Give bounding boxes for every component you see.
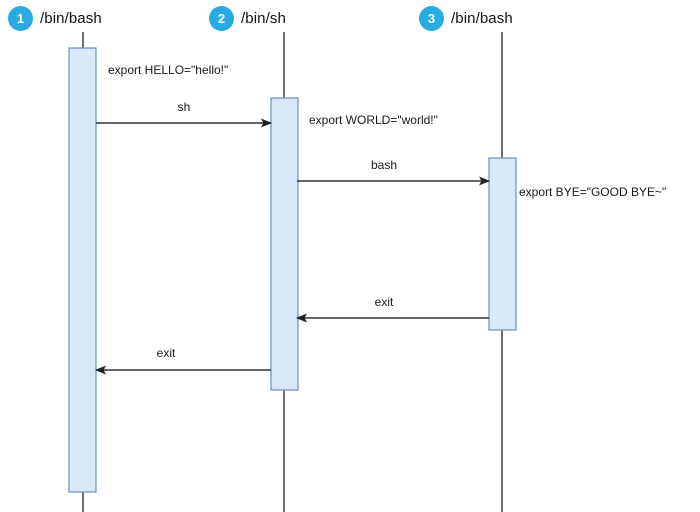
note-label-1: export HELLO="hello!"	[108, 63, 229, 77]
participant-label-2: /bin/sh	[241, 10, 286, 27]
message-arrows-group	[95, 118, 490, 375]
participant-label-3: /bin/bash	[451, 10, 513, 27]
note-label-2: export WORLD="world!"	[309, 113, 438, 127]
participant-header-2[interactable]: 2/bin/sh	[209, 6, 286, 31]
message-label-4: exit	[156, 346, 176, 360]
participant-badge-1: 1	[8, 6, 33, 31]
activation-bars-group	[68, 47, 517, 493]
note-label-3: export BYE="GOOD BYE~"	[519, 185, 667, 199]
activation-bar-3[interactable]	[488, 157, 517, 331]
message-label-2: bash	[370, 158, 398, 172]
message-label-1: sh	[177, 100, 191, 114]
activation-bar-1[interactable]	[68, 47, 97, 493]
participant-label-1: /bin/bash	[40, 10, 102, 27]
participant-badge-2: 2	[209, 6, 234, 31]
message-label-3: exit	[374, 295, 394, 309]
participant-badge-3: 3	[419, 6, 444, 31]
participant-header-1[interactable]: 1/bin/bash	[8, 6, 102, 31]
activation-bar-2[interactable]	[270, 97, 299, 391]
participant-header-3[interactable]: 3/bin/bash	[419, 6, 513, 31]
